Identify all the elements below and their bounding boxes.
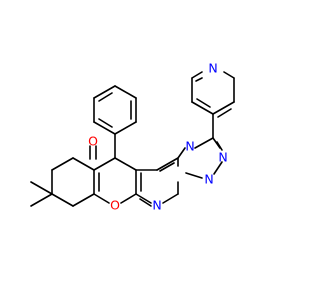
triazole-nitrogen-bottom-label: N: [204, 172, 213, 187]
cyclohexenone-ring: [30, 145, 97, 207]
phenyl-ring: [93, 85, 137, 159]
triazole-ring: [177, 113, 223, 179]
triazole-nitrogen-right-label: N: [218, 150, 227, 165]
pyrimidine-ring: [135, 157, 179, 207]
triazole-nitrogen-left-label: N: [185, 139, 194, 154]
pyrimidine-nitrogen-label: N: [152, 198, 161, 213]
carbonyl-oxygen-label: O: [88, 134, 98, 149]
ring-oxygen-label: O: [110, 198, 120, 213]
pyridine-nitrogen-label: N: [208, 61, 217, 76]
molecule-canvas: O O N N N N N: [30, 60, 235, 213]
pyran-ring: [93, 157, 142, 204]
pyridine-ring: [191, 71, 235, 118]
molecule-structure: O O N N N N N: [30, 61, 235, 213]
